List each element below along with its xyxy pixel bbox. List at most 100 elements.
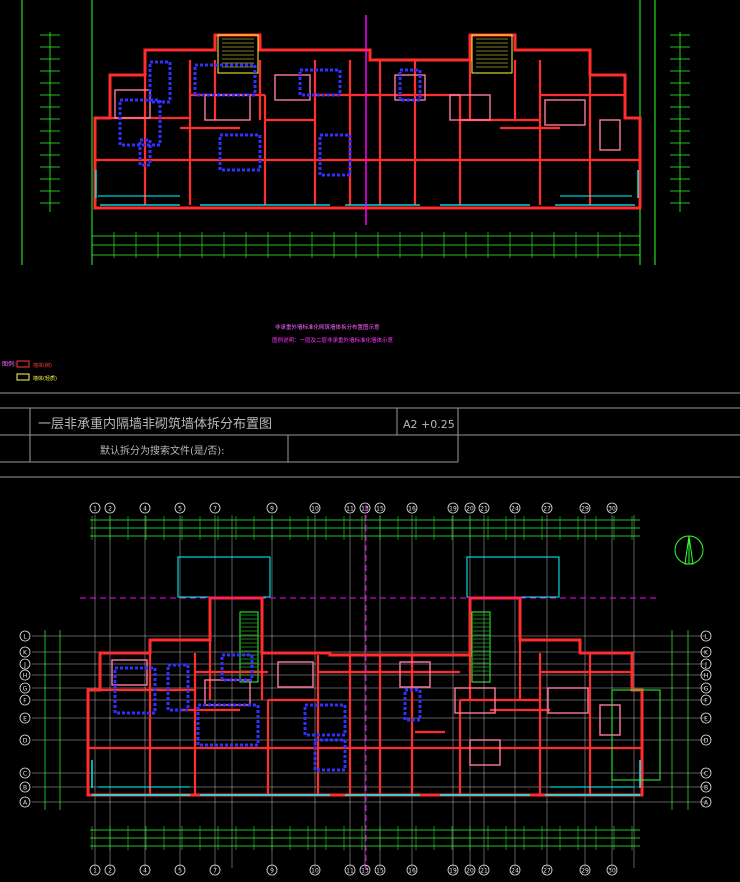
room-outline: [204, 94, 251, 121]
grid-bubble: [700, 767, 712, 779]
grid-bubble: [139, 864, 151, 876]
grid-bubble-label: 19: [449, 506, 457, 513]
grid-bubble: [209, 864, 221, 876]
grid-bubble-label: K: [704, 650, 709, 657]
bottom-blue-infill-walls: [113, 653, 422, 772]
grid-bubble-label: 7: [213, 506, 217, 513]
grid-bubble: [406, 864, 418, 876]
grid-bubble: [19, 630, 31, 642]
grid-bubble-label: C: [23, 771, 27, 778]
top-interior-walls: [95, 60, 640, 205]
grid-bubble-label: A: [704, 800, 709, 807]
grid-bubble-label: 9: [270, 868, 274, 875]
room-outline: [204, 679, 251, 706]
grid-bubble: [700, 646, 712, 658]
grid-bubble: [19, 669, 31, 681]
grid-bubble: [478, 864, 490, 876]
drawing-subtitle: 默认拆分为搜索文件(是/否):: [100, 444, 225, 457]
room-outline: [544, 99, 586, 126]
grid-bubble-label: B: [704, 785, 708, 792]
grid-bubble-label: 24: [511, 868, 519, 875]
grid-bubble: [509, 864, 521, 876]
grid-bubble: [447, 502, 459, 514]
room-outline: [274, 74, 311, 101]
legend: 图例: 墙体(砌) 墙体(轻质): [2, 360, 57, 382]
room-outline: [277, 661, 314, 688]
grid-bubble: [139, 502, 151, 514]
grid-bubble-label: 13: [361, 506, 369, 513]
grid-bubble: [309, 864, 321, 876]
room-outline: [611, 689, 661, 781]
grid-bubble: [174, 502, 186, 514]
grid-bubble-label: 13: [361, 868, 369, 875]
grid-bubble-label: J: [704, 662, 707, 669]
grid-bubble-label: K: [23, 650, 28, 657]
grid-bubble-label: 10: [311, 506, 319, 513]
grid-bubble-label: E: [23, 716, 27, 723]
grid-bubble: [174, 864, 186, 876]
grid-bubble: [374, 864, 386, 876]
bottom-stair-treads: [241, 614, 489, 676]
grid-bubble: [541, 502, 553, 514]
bottom-stair-left: [239, 611, 259, 683]
blue-infill: [403, 688, 422, 722]
blue-infill: [398, 68, 422, 102]
top-stair-core-right: [471, 34, 513, 74]
grid-bubble: [19, 694, 31, 706]
grid-bubble-label: G: [23, 686, 28, 693]
grid-bubble: [344, 864, 356, 876]
grid-bubble: [700, 734, 712, 746]
drawing-scale: A2 +0.25: [403, 418, 455, 431]
blue-infill: [138, 138, 152, 167]
grid-bubble: [19, 658, 31, 670]
grid-bubble-label: G: [704, 686, 709, 693]
note-line-1: 非承重外墙标准化砌筑墙体拆分布置图示意: [275, 323, 380, 331]
grid-bubble-label: H: [704, 673, 709, 680]
grid-bubble: [447, 864, 459, 876]
grid-bubble-label: E: [704, 716, 708, 723]
bottom-window-lines: [91, 760, 641, 796]
grid-bubble-label: F: [704, 698, 708, 705]
grid-bubble: [266, 864, 278, 876]
room-outline: [599, 704, 621, 736]
grid-bubble-label: 2: [108, 506, 112, 513]
grid-bubble: [700, 658, 712, 670]
top-dimension-lines: [91, 232, 640, 258]
grid-bubble: [478, 502, 490, 514]
grid-bubble-label: 30: [608, 868, 616, 875]
grid-bubble: [700, 796, 712, 808]
drawing-title: 一层非承重内隔墙非砌筑墙体拆分布置图: [38, 416, 272, 432]
grid-bubble-label: 1: [93, 868, 97, 875]
grid-bubble: [579, 864, 591, 876]
grid-bubble-label: 16: [408, 506, 416, 513]
blue-infill: [118, 98, 162, 147]
grid-bubble-label: L: [23, 634, 27, 641]
grid-bubble-label: 11: [346, 506, 354, 513]
grid-bubble: [700, 630, 712, 642]
legend-swatch-2: [16, 373, 30, 381]
grid-bubble-label: 2: [108, 868, 112, 875]
grid-bubble-label: 11: [346, 868, 354, 875]
grid-bubble: [464, 502, 476, 514]
grid-bubble: [19, 767, 31, 779]
grid-bubble-label: 9: [270, 506, 274, 513]
room-outline: [114, 89, 151, 119]
room-outline: [469, 739, 501, 766]
grid-bubble-label: 4: [143, 868, 147, 875]
grid-bubble-label: 7: [213, 868, 217, 875]
bottom-dimension-lines: [91, 516, 633, 850]
blue-infill: [166, 663, 190, 712]
grid-bubble: [209, 502, 221, 514]
grid-bubble-label: 19: [449, 868, 457, 875]
grid-bubble-label: 21: [480, 506, 488, 513]
grid-bubble-label: 24: [511, 506, 519, 513]
grid-bubble-label: L: [704, 634, 708, 641]
grid-bubble: [700, 781, 712, 793]
grid-bubble-label: 15: [376, 868, 384, 875]
room-outline: [599, 119, 621, 151]
grid-bubble: [104, 502, 116, 514]
